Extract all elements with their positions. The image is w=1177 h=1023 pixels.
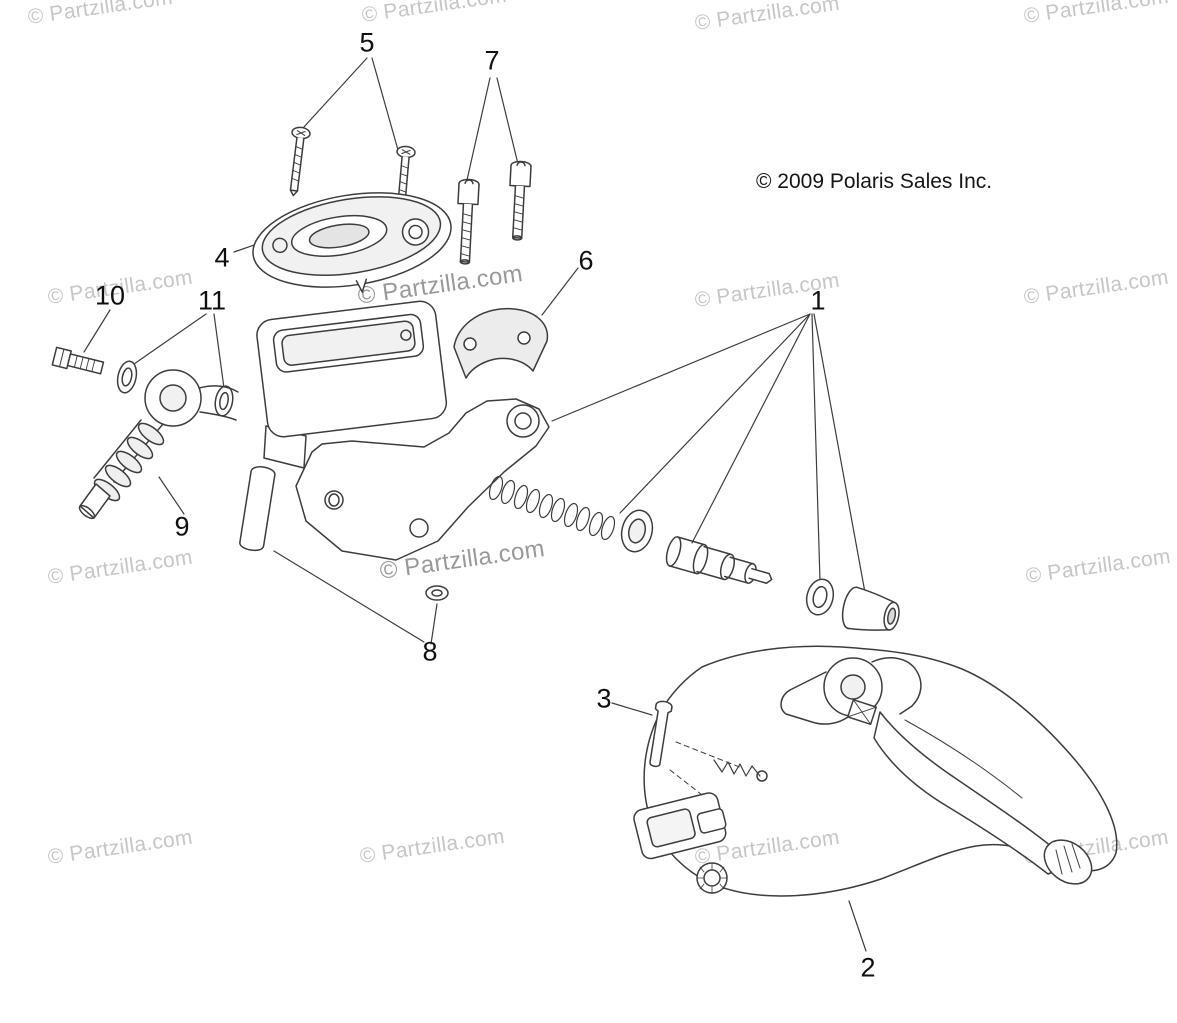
pivot-pin xyxy=(239,466,276,552)
callout-8: 8 xyxy=(422,636,438,667)
clamp-bolt xyxy=(509,160,532,241)
callout-6: 6 xyxy=(578,245,594,276)
callout-1: 1 xyxy=(810,285,826,316)
leader-lines xyxy=(83,57,867,952)
handlebar-clamp xyxy=(453,307,549,379)
seal-washer xyxy=(620,509,654,553)
callout-5: 5 xyxy=(359,27,375,58)
brake-lever xyxy=(780,657,1093,885)
callout-11: 11 xyxy=(197,285,227,316)
callout-2: 2 xyxy=(860,952,876,983)
piston xyxy=(665,536,773,584)
hose-fitting xyxy=(78,369,239,520)
lever-pivot-parts xyxy=(633,700,768,894)
copyright-notice: © 2009 Polaris Sales Inc. xyxy=(756,170,993,193)
callout-3: 3 xyxy=(596,683,612,714)
sealing-washer xyxy=(214,385,234,417)
boot-bushing xyxy=(841,586,900,631)
flat-washer xyxy=(425,585,449,601)
clamp-bolt xyxy=(457,178,480,265)
cover-screw xyxy=(289,126,311,197)
return-spring xyxy=(488,475,616,541)
callout-10: 10 xyxy=(94,280,126,311)
callout-4: 4 xyxy=(214,242,230,273)
banjo-bolt xyxy=(51,346,105,375)
callout-7: 7 xyxy=(484,45,500,76)
reservoir-cover xyxy=(252,192,452,293)
o-ring xyxy=(805,578,835,616)
master-cylinder-body xyxy=(256,300,550,561)
sealing-washer xyxy=(116,360,138,394)
callout-9: 9 xyxy=(174,511,190,542)
